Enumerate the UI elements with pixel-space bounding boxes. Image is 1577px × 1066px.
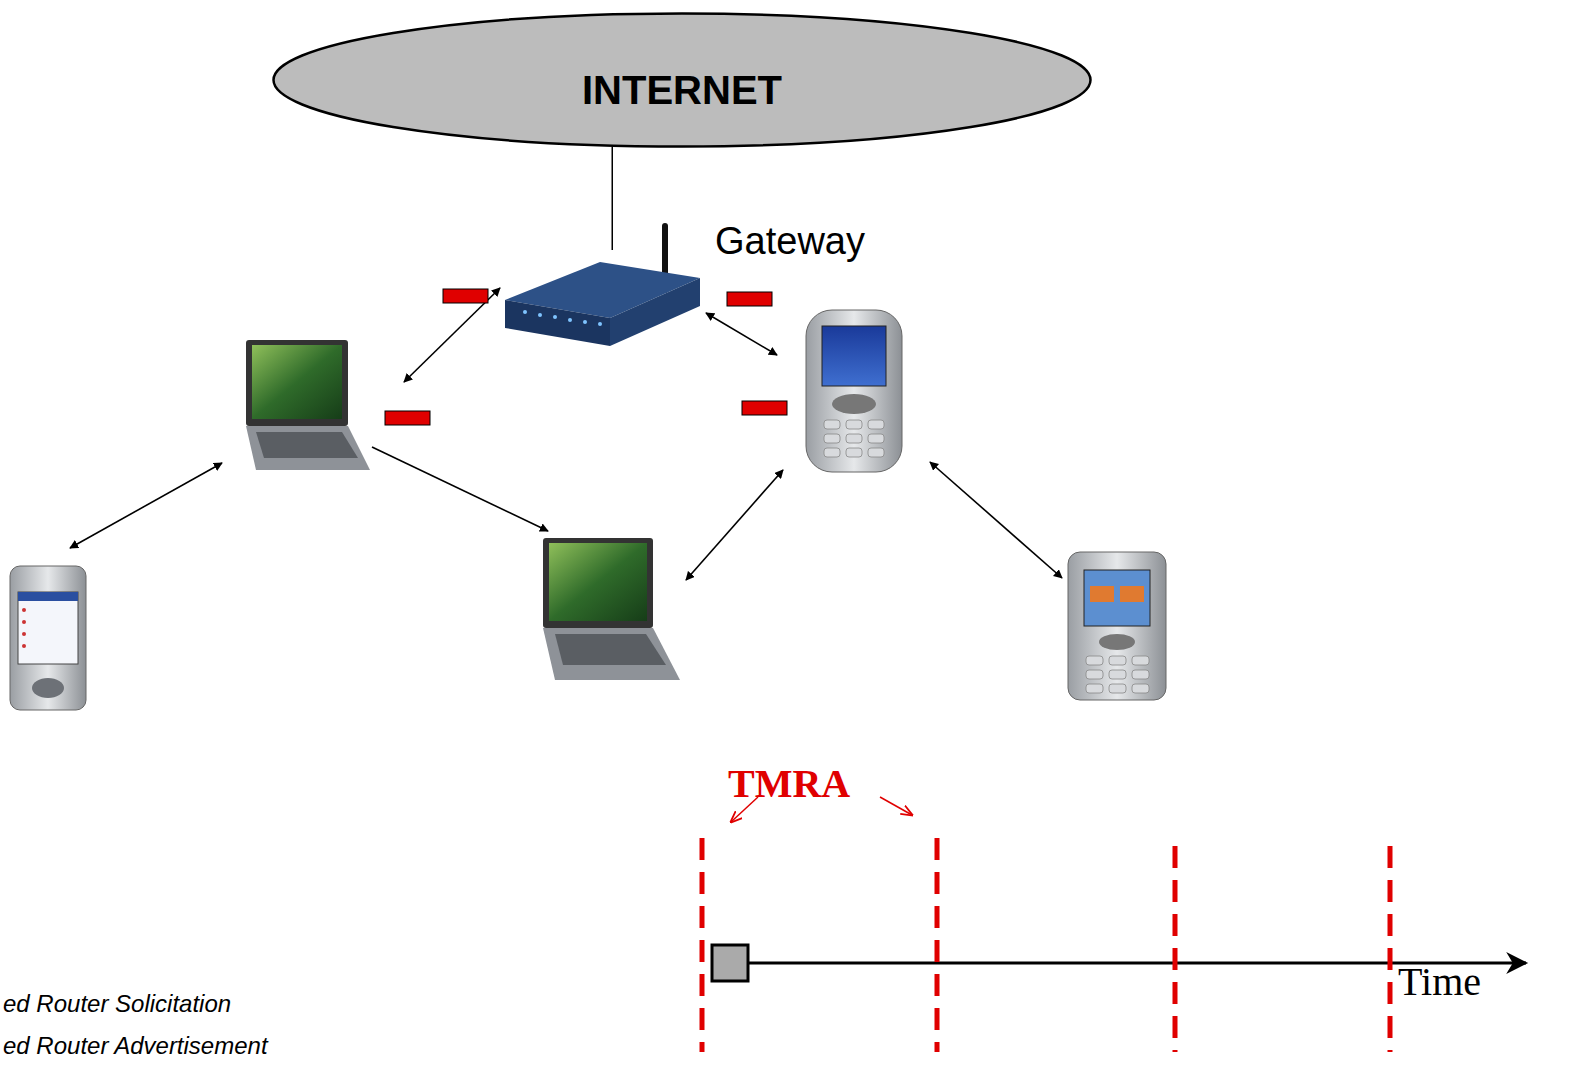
phone-icon — [1068, 552, 1166, 700]
gateway-router: Gateway — [505, 250, 700, 348]
laptop-icon — [543, 538, 680, 680]
axis-label: Time — [1398, 958, 1481, 1005]
timeline — [702, 797, 1526, 1052]
cloud-ellipse: INTERNET — [272, 12, 1092, 148]
message-marker — [385, 289, 787, 425]
phone-icon — [806, 310, 902, 472]
uplink-line — [612, 147, 614, 250]
wireless-link — [70, 288, 1062, 580]
interval-label: TMRA — [728, 760, 850, 807]
legend-note: ed Router Solicitation — [3, 990, 231, 1018]
legend-note: ed Router Advertisement — [3, 1032, 268, 1060]
router-icon — [505, 226, 700, 346]
node-title: INTERNET — [582, 68, 782, 113]
laptop-icon — [246, 340, 370, 470]
pda-icon — [10, 566, 86, 710]
device-label: Gateway — [715, 220, 865, 263]
